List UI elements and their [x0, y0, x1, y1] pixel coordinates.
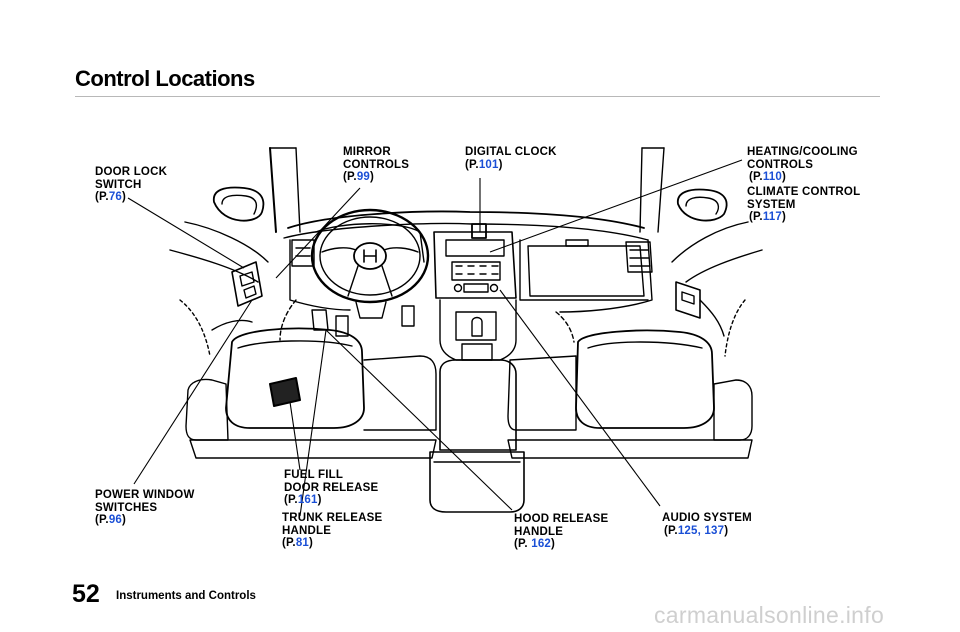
title-divider: [75, 96, 880, 97]
page-ref-link[interactable]: 81: [295, 537, 310, 549]
page-ref-link[interactable]: 76: [108, 191, 123, 203]
page-ref-prefix: (P.: [95, 191, 109, 203]
section-name: Instruments and Controls: [116, 590, 256, 602]
page-ref-link[interactable]: 101: [478, 158, 499, 171]
label-fuel-fill-door-release: FUEL FILL DOOR RELEASE (P.161): [284, 469, 378, 507]
page-ref-suffix: ): [122, 514, 127, 526]
label-audio-system: AUDIO SYSTEM (P.125, 137): [662, 512, 752, 537]
label-line: HANDLE: [282, 524, 332, 537]
page-ref-suffix: ): [781, 211, 787, 223]
label-line: DIGITAL CLOCK: [465, 146, 557, 158]
label-hood-release-handle: HOOD RELEASE HANDLE (P. 162): [514, 513, 608, 551]
label-line: MIRROR: [343, 146, 391, 158]
page-ref-link[interactable]: 161: [297, 494, 318, 506]
label-line: TRUNK RELEASE: [282, 512, 383, 524]
page-ref-prefix: (P.: [343, 171, 357, 183]
page-ref-suffix: ): [122, 191, 127, 203]
label-line: DOOR LOCK: [95, 166, 168, 178]
page-ref-link[interactable]: 125,: [677, 524, 702, 537]
label-line: AUDIO SYSTEM: [662, 512, 752, 524]
label-line: CONTROLS: [747, 158, 814, 171]
page-ref-link[interactable]: 96: [108, 514, 123, 526]
label-digital-clock: DIGITAL CLOCK (P.101): [465, 146, 557, 171]
page-ref-link[interactable]: 99: [356, 171, 371, 183]
page-ref-prefix: (P.: [95, 514, 109, 526]
label-line: SYSTEM: [747, 198, 796, 211]
label-power-window-switches: POWER WINDOW SWITCHES (P.96): [95, 489, 195, 527]
label-line: HOOD RELEASE: [514, 513, 609, 525]
page-ref-prefix: (P.: [284, 494, 298, 506]
label-line: FUEL FILL: [284, 469, 344, 481]
page-ref-prefix: (P.: [465, 158, 479, 171]
page-ref-suffix: ): [370, 171, 375, 183]
page-ref-link[interactable]: 162: [531, 538, 552, 550]
label-line: DOOR RELEASE: [284, 481, 379, 494]
page-number: 52: [72, 580, 100, 608]
page-ref-prefix: (P.: [664, 524, 678, 537]
label-line: HANDLE: [514, 525, 564, 538]
label-climate-control-system: CLIMATE CONTROL SYSTEM (P.117): [747, 186, 860, 224]
label-line: SWITCH: [95, 178, 142, 191]
label-line: CLIMATE CONTROL: [747, 186, 861, 198]
label-trunk-release-handle: TRUNK RELEASE HANDLE (P.81): [282, 512, 382, 550]
page-ref-prefix: (P.: [282, 537, 296, 549]
page-ref-prefix: (P.: [749, 171, 763, 183]
watermark: carmanualsonline.info: [654, 602, 885, 628]
page-ref-suffix: ): [309, 537, 314, 549]
page-ref-prefix: (P.: [514, 538, 532, 550]
page-ref-suffix: ): [498, 158, 503, 171]
label-mirror-controls: MIRROR CONTROLS (P.99): [343, 146, 409, 184]
label-line: POWER WINDOW: [95, 489, 195, 501]
page-ref-suffix: ): [781, 171, 787, 183]
page-ref-suffix: ): [551, 538, 556, 550]
page-ref-link[interactable]: 137: [704, 524, 725, 537]
label-line: HEATING/COOLING: [747, 146, 858, 158]
page-ref-link[interactable]: 117: [762, 211, 782, 223]
label-line: SWITCHES: [95, 501, 158, 514]
page-ref-link[interactable]: 110: [762, 171, 782, 183]
label-door-lock-switch: DOOR LOCK SWITCH (P.76): [95, 166, 167, 204]
label-heating-cooling-controls: HEATING/COOLING CONTROLS (P.110): [747, 146, 858, 184]
page-title: Control Locations: [75, 66, 255, 91]
page-ref-suffix: ): [724, 524, 729, 537]
page-ref-suffix: ): [317, 494, 322, 506]
page-ref-prefix: (P.: [749, 211, 763, 223]
label-line: CONTROLS: [343, 158, 410, 171]
